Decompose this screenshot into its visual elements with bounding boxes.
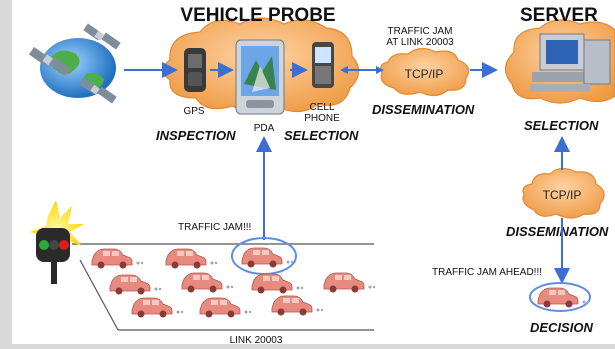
selection-right-label: SELECTION — [524, 118, 599, 133]
tcpip-right-label: TCP/IP — [543, 188, 582, 202]
traffic-jam-ahead-label: TRAFFIC JAM AHEAD!!! — [432, 267, 542, 278]
pda-label: PDA — [254, 123, 275, 134]
traffic-jam-at-line1: TRAFFIC JAM — [388, 26, 453, 37]
decision-label: DECISION — [530, 320, 593, 335]
satellite-icon — [28, 46, 71, 76]
traffic-jam-at-line2: AT LINK 20003 — [386, 37, 454, 48]
satellite-icon — [83, 23, 121, 50]
phone-label: PHONE — [304, 113, 340, 124]
gps-device-icon — [184, 48, 206, 92]
pda-icon — [235, 39, 285, 115]
vehicle-probe-title: VEHICLE PROBE — [180, 5, 335, 26]
cell-label: CELL — [309, 102, 334, 113]
tcpip-top-label: TCP/IP — [405, 67, 444, 81]
computer-icon — [530, 33, 611, 92]
cell-phone-icon — [312, 42, 334, 88]
link-label: LINK 20003 — [230, 335, 283, 344]
gps-label: GPS — [183, 106, 204, 117]
decision-ellipse — [529, 282, 591, 312]
road-left-edge — [79, 259, 119, 331]
selection-left-label: SELECTION — [284, 128, 359, 143]
traffic-light-icon — [30, 200, 84, 284]
inspection-label: INSPECTION — [156, 128, 236, 143]
arrow-head-phone — [340, 66, 348, 74]
satellite-icon — [79, 77, 117, 104]
arrow-head-tcpip — [376, 66, 384, 74]
traffic-jam-alert-label: TRAFFIC JAM!!! — [178, 222, 251, 233]
server-title: SERVER — [520, 5, 598, 26]
dissemination-right-label: DISSEMINATION — [506, 224, 609, 239]
dissemination-top-label: DISSEMINATION — [372, 102, 475, 117]
tcpip-cloud-top: TCP/IP — [380, 47, 470, 97]
